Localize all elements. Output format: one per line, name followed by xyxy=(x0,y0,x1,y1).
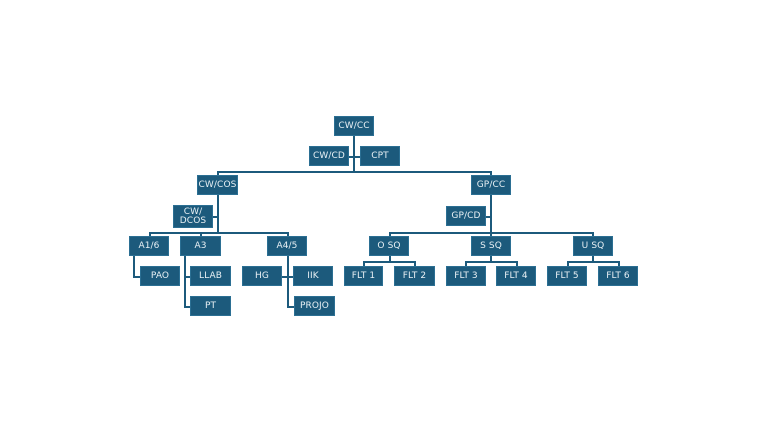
node-a1-6[interactable]: A1/6 xyxy=(129,236,169,256)
connector xyxy=(349,156,360,158)
node-cw-cd[interactable]: CW/CD xyxy=(309,146,349,166)
connector xyxy=(287,256,289,307)
connector xyxy=(389,232,391,236)
node-o-sq[interactable]: O SQ xyxy=(369,236,409,256)
node-u-sq[interactable]: U SQ xyxy=(573,236,613,256)
node-pao[interactable]: PAO xyxy=(140,266,180,286)
connector xyxy=(282,276,293,278)
node-flt-6[interactable]: FLT 6 xyxy=(598,266,638,286)
connector xyxy=(490,171,492,176)
connector xyxy=(516,261,518,266)
connector xyxy=(490,195,492,236)
connector xyxy=(389,232,593,234)
connector xyxy=(414,261,416,266)
connector xyxy=(287,306,294,308)
connector xyxy=(363,261,365,266)
connector xyxy=(592,232,594,236)
node-flt-5[interactable]: FLT 5 xyxy=(547,266,587,286)
connector xyxy=(567,261,569,266)
connector xyxy=(465,261,467,266)
node-llab[interactable]: LLAB xyxy=(190,266,231,286)
node-a3[interactable]: A3 xyxy=(180,236,221,256)
connector xyxy=(287,232,289,236)
connector xyxy=(217,171,219,176)
connector xyxy=(592,256,594,262)
node-gp-cc[interactable]: GP/CC xyxy=(471,175,511,195)
node-flt-2[interactable]: FLT 2 xyxy=(394,266,435,286)
connector xyxy=(363,261,415,263)
connector xyxy=(184,256,186,307)
connector xyxy=(353,136,355,172)
connector xyxy=(184,276,190,278)
node-flt-1[interactable]: FLT 1 xyxy=(344,266,383,286)
node-iik[interactable]: IIK xyxy=(293,266,333,286)
connector xyxy=(465,261,517,263)
node-flt-3[interactable]: FLT 3 xyxy=(446,266,486,286)
node-gp-cd[interactable]: GP/CD xyxy=(446,206,486,226)
connector xyxy=(133,256,135,277)
node-cw-cc[interactable]: CW/CC xyxy=(334,116,374,136)
node-flt-4[interactable]: FLT 4 xyxy=(496,266,536,286)
node-cpt[interactable]: CPT xyxy=(360,146,400,166)
connector xyxy=(200,232,202,236)
node-cw-cos[interactable]: CW/COS xyxy=(197,175,238,195)
connector xyxy=(149,232,288,234)
connector xyxy=(149,232,151,236)
node-projo[interactable]: PROJO xyxy=(294,296,335,316)
node-cw-dcos[interactable]: CW/ DCOS xyxy=(173,205,213,228)
node-hg[interactable]: HG xyxy=(242,266,282,286)
connector xyxy=(567,261,619,263)
connector xyxy=(213,216,217,218)
connector xyxy=(217,195,219,233)
connector xyxy=(486,216,490,218)
connector xyxy=(184,306,190,308)
node-pt[interactable]: PT xyxy=(190,296,231,316)
connector xyxy=(133,276,140,278)
node-a4-5[interactable]: A4/5 xyxy=(267,236,307,256)
connector xyxy=(389,256,391,262)
connector xyxy=(217,171,491,173)
node-s-sq[interactable]: S SQ xyxy=(471,236,511,256)
connector xyxy=(618,261,620,266)
connector xyxy=(490,256,492,262)
